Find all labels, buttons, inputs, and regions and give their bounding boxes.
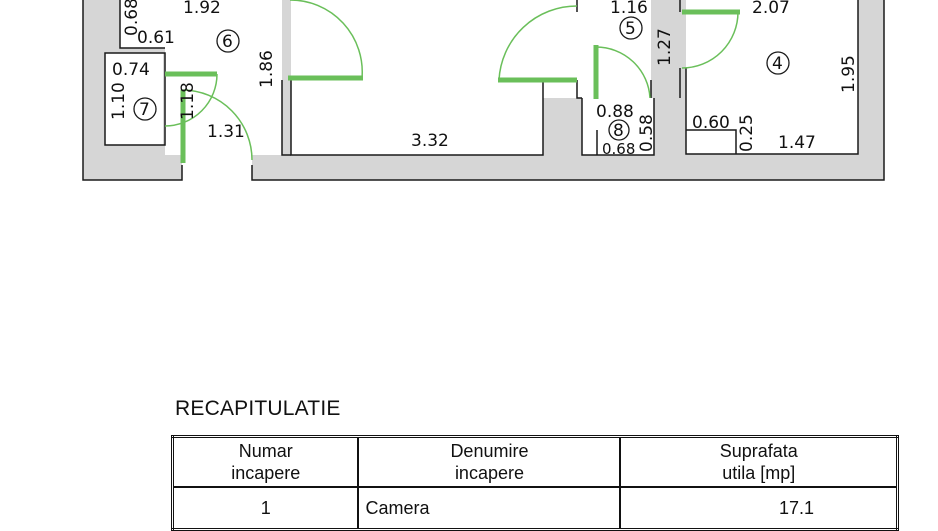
room-marker-4: 4 (766, 51, 790, 75)
dim-label: 0.61 (137, 28, 175, 48)
door-main-right-swing (498, 5, 578, 81)
dim-label: 1.18 (178, 82, 198, 120)
door-entry-swing (182, 89, 253, 161)
floor-plan: 0.68 1.92 0.61 1.86 0.74 1.10 1.18 1.31 … (82, 0, 885, 182)
recap-title: RECAPITULATIE (175, 397, 341, 420)
room-marker-5: 5 (619, 16, 643, 40)
dim-label: 0.25 (737, 114, 757, 152)
dim-label: 1.31 (207, 122, 245, 142)
header-room-name: Denumire incapere (357, 435, 622, 488)
dim-label: 3.32 (411, 131, 449, 151)
svg-text:5: 5 (625, 19, 636, 39)
header-room-number: Numar incapere (171, 435, 360, 488)
dim-label: 0.88 (596, 102, 634, 122)
dim-label: 1.47 (778, 133, 816, 153)
cell-usable-area: 17.1 (619, 486, 899, 531)
svg-text:8: 8 (613, 121, 624, 141)
room-6-outline (119, 0, 291, 156)
table-row: 1 Camera 17.1 (171, 486, 899, 531)
recap-table: Numar incapere Denumire incapere Suprafa… (171, 435, 899, 531)
room-4-inner-step (686, 129, 737, 154)
door-room5-swing (595, 46, 651, 99)
wall-outlines (82, 0, 885, 181)
svg-text:4: 4 (772, 54, 783, 74)
room-7-interior (105, 53, 163, 145)
dim-label: 1.16 (610, 0, 648, 18)
svg-text:6: 6 (222, 32, 233, 52)
room-8-interior (582, 98, 654, 155)
dim-label: 0.60 (692, 113, 730, 133)
dim-label: 0.68 (602, 140, 635, 158)
door-room7-swing (164, 73, 218, 127)
main-room-outline (290, 80, 544, 156)
dim-label: 2.07 (752, 0, 790, 18)
dim-label: 1.86 (257, 50, 277, 88)
doors (164, 0, 740, 163)
dim-label: 1.27 (655, 28, 675, 66)
room-marker-8: 8 (608, 119, 630, 141)
room-marker-7: 7 (133, 97, 157, 121)
room-8-outline (581, 98, 655, 156)
dim-label: 1.95 (839, 55, 859, 93)
dim-label: 1.10 (109, 82, 129, 120)
header-usable-area: Suprafata utila [mp] (619, 435, 899, 488)
room-6-interior (120, 0, 282, 48)
recap-header-row: Numar incapere Denumire incapere Suprafa… (171, 435, 899, 488)
room-4-outline (685, 0, 859, 155)
door-room4-swing (681, 11, 739, 69)
cell-room-name: Camera (357, 486, 622, 531)
dim-label: 0.58 (637, 114, 657, 152)
cell-room-number: 1 (171, 486, 360, 531)
dim-label: 0.74 (112, 60, 150, 80)
room-markers: 6 7 5 4 8 (133, 16, 790, 141)
entry-opening (182, 150, 252, 182)
room-4-interior (686, 0, 858, 154)
svg-text:7: 7 (139, 100, 150, 120)
dim-label: 1.92 (183, 0, 221, 18)
dimension-labels: 0.68 1.92 0.61 1.86 0.74 1.10 1.18 1.31 … (109, 0, 859, 158)
dim-label: 0.68 (122, 0, 142, 36)
outer-outline (82, 0, 885, 181)
door-main-left-swing (290, 0, 363, 79)
room-marker-6: 6 (216, 29, 240, 53)
room-7-outline (104, 52, 166, 146)
